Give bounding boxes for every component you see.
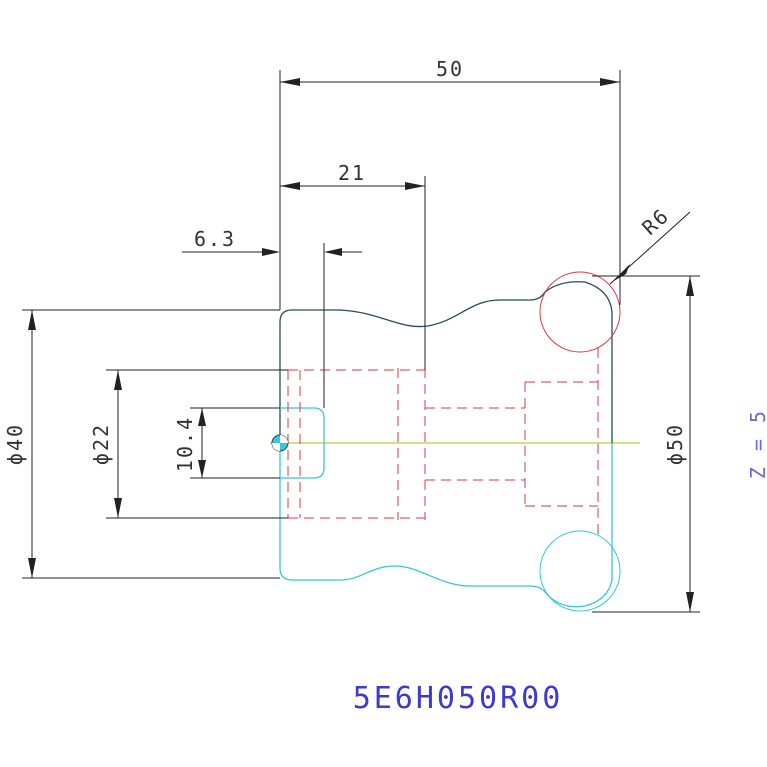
dim-dia-outer-right: ϕ50 (663, 423, 687, 465)
hidden-lines (287, 348, 599, 538)
dim-dia-bore: ϕ22 (89, 423, 113, 465)
radius-circle-top (539, 271, 621, 353)
part-code: 5E6H050R00 (353, 681, 564, 716)
arrowheads (28, 78, 694, 612)
dim-offset: 6.3 (194, 227, 236, 251)
top-profile (279, 281, 613, 443)
origin-marker (271, 434, 289, 452)
dim-bore-length: 21 (338, 161, 366, 185)
side-note: Z = 5 (746, 409, 767, 479)
bottom-profile (279, 407, 613, 608)
dim-dia-outer-left: ϕ40 (3, 423, 27, 465)
dim-radius: R6 (637, 203, 674, 240)
dim-dia-small: 10.4 (173, 416, 197, 472)
radius-circle-bottom (539, 530, 621, 612)
dimension-lines (22, 70, 700, 613)
dim-overall-length: 50 (436, 57, 464, 81)
